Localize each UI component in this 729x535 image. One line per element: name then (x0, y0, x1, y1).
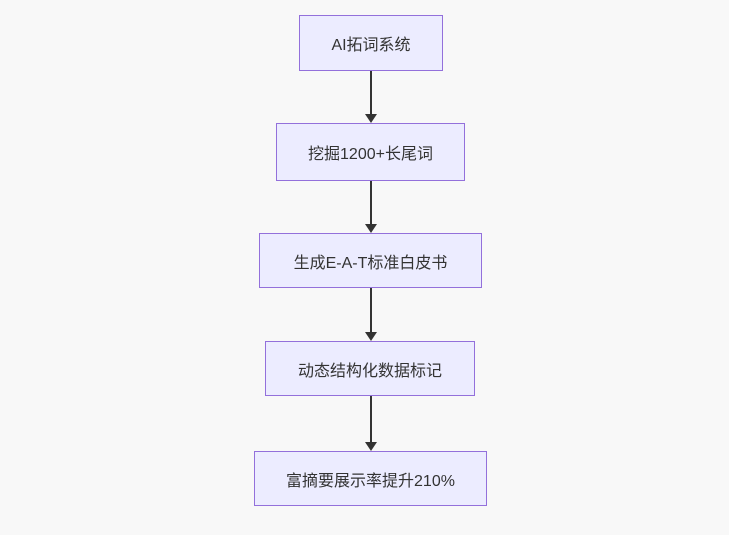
node-label: 富摘要展示率提升210% (286, 472, 455, 490)
node-label: 生成E-A-T标准白皮书 (293, 254, 448, 272)
flowchart-node-rich-snippet-rate-increase: 富摘要展示率提升210% (254, 451, 487, 506)
arrowhead-down-icon (364, 442, 377, 451)
node-label: AI拓词系统 (331, 37, 411, 54)
arrowhead-down-icon (364, 114, 377, 123)
flowchart-node-mine-longtail-keywords: 挖掘1200+长尾词 (276, 123, 465, 181)
arrowhead-down-icon (364, 332, 377, 341)
node-label: 动态结构化数据标记 (297, 362, 442, 380)
edge-line (369, 71, 372, 114)
flowchart-node-ai-word-expansion-system: AI拓词系统 (299, 15, 443, 71)
arrowhead-down-icon (364, 224, 377, 233)
edge-line (369, 181, 372, 224)
edge-n3-n4 (364, 288, 377, 341)
edge-line (369, 396, 372, 442)
flowchart-node-generate-eat-whitepaper: 生成E-A-T标准白皮书 (259, 233, 482, 288)
edge-n4-n5 (364, 396, 377, 451)
node-label: 挖掘1200+长尾词 (308, 146, 433, 163)
edge-line (369, 288, 372, 332)
edge-n1-n2 (364, 71, 377, 123)
edge-n2-n3 (364, 181, 377, 233)
flowchart-node-dynamic-structured-data-markup: 动态结构化数据标记 (265, 341, 475, 396)
